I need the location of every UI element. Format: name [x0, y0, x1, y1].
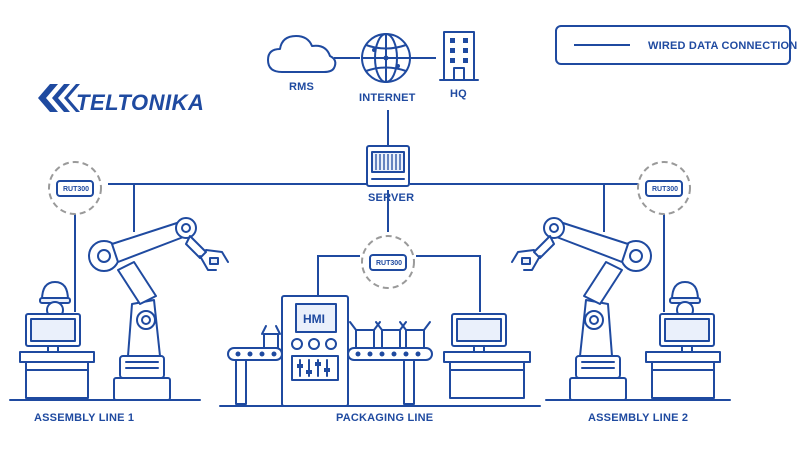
- conveyor-left: [227, 325, 283, 405]
- router-right: RUT300: [637, 161, 691, 215]
- router-left-model: RUT300: [63, 186, 89, 193]
- router-right-model: RUT300: [652, 186, 678, 193]
- package-box-1: [349, 321, 381, 349]
- assembly-line-1-label: ASSEMBLY LINE 1: [34, 412, 134, 424]
- hq-building-icon: HQ: [439, 31, 479, 100]
- router-packaging-model: RUT300: [376, 260, 402, 267]
- package-box-2: [375, 321, 407, 349]
- legend-label: WIRED DATA CONNECTION: [648, 40, 797, 52]
- internet-globe-icon: INTERNET: [359, 33, 416, 104]
- teltonika-logo: TELTONIKA: [38, 84, 204, 115]
- packaging-line-label: PACKAGING LINE: [336, 412, 433, 424]
- router-packaging: RUT300: [361, 235, 415, 289]
- server-icon: SERVER: [366, 145, 414, 204]
- assembly-line-2-label: ASSEMBLY LINE 2: [588, 412, 688, 424]
- packaging-line: HMI: [219, 295, 541, 424]
- desk-left: [19, 351, 95, 399]
- assembly-line-2: ASSEMBLY LINE 2: [511, 217, 731, 424]
- hmi-label: HMI: [303, 312, 325, 326]
- robot-arm-left-icon: [88, 217, 229, 401]
- desk-right: [645, 351, 721, 399]
- wired-connections: [74, 57, 665, 312]
- logo-text: TELTONIKA: [76, 90, 204, 115]
- monitor-right-icon: [659, 313, 715, 353]
- monitor-packaging-icon: [451, 313, 507, 353]
- internet-label: INTERNET: [359, 92, 416, 104]
- robot-arm-right-icon: [511, 217, 652, 401]
- assembly-line-1: ASSEMBLY LINE 1: [9, 217, 229, 424]
- desk-packaging: [443, 351, 531, 399]
- package-box-3: [399, 321, 431, 349]
- conveyor-right: [347, 321, 433, 405]
- rms-label: RMS: [289, 81, 314, 93]
- hmi-machine: HMI: [281, 295, 349, 407]
- server-label: SERVER: [368, 192, 414, 204]
- hq-label: HQ: [450, 88, 467, 100]
- legend: WIRED DATA CONNECTION: [555, 25, 797, 65]
- rms-cloud-icon: RMS: [267, 35, 337, 93]
- monitor-left-icon: [25, 313, 81, 353]
- router-left: RUT300: [48, 161, 102, 215]
- logo-mark: [38, 84, 80, 112]
